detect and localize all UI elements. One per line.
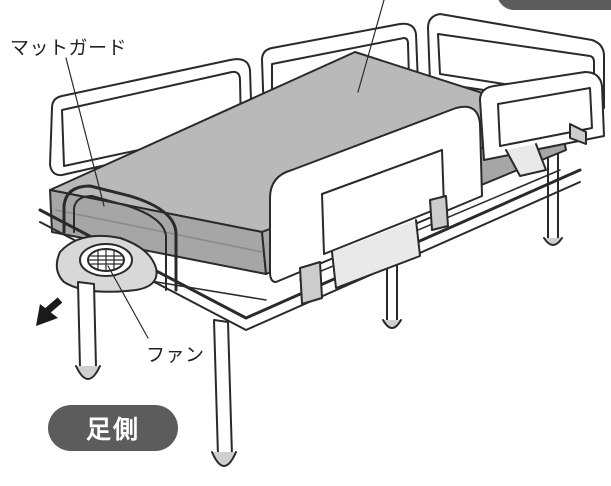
fan-leader-line [107,265,149,339]
leg-front-right [211,319,237,467]
mattress-leader-line [357,0,385,93]
side-guard-front-right [479,71,605,177]
corner-badge [497,0,611,10]
foot-side-badge: 足側 [48,405,178,451]
arrow-icon [36,297,63,326]
mat-guard-label: マットガード [10,37,128,59]
mat-guard-leader-line [65,57,105,207]
mat-guard [62,184,178,292]
side-guard-front-middle [269,105,483,305]
leg-front-left [75,281,101,380]
side-guard-back-left [49,58,253,177]
fan-icon [79,243,133,277]
fan-label: ファン [146,344,205,366]
